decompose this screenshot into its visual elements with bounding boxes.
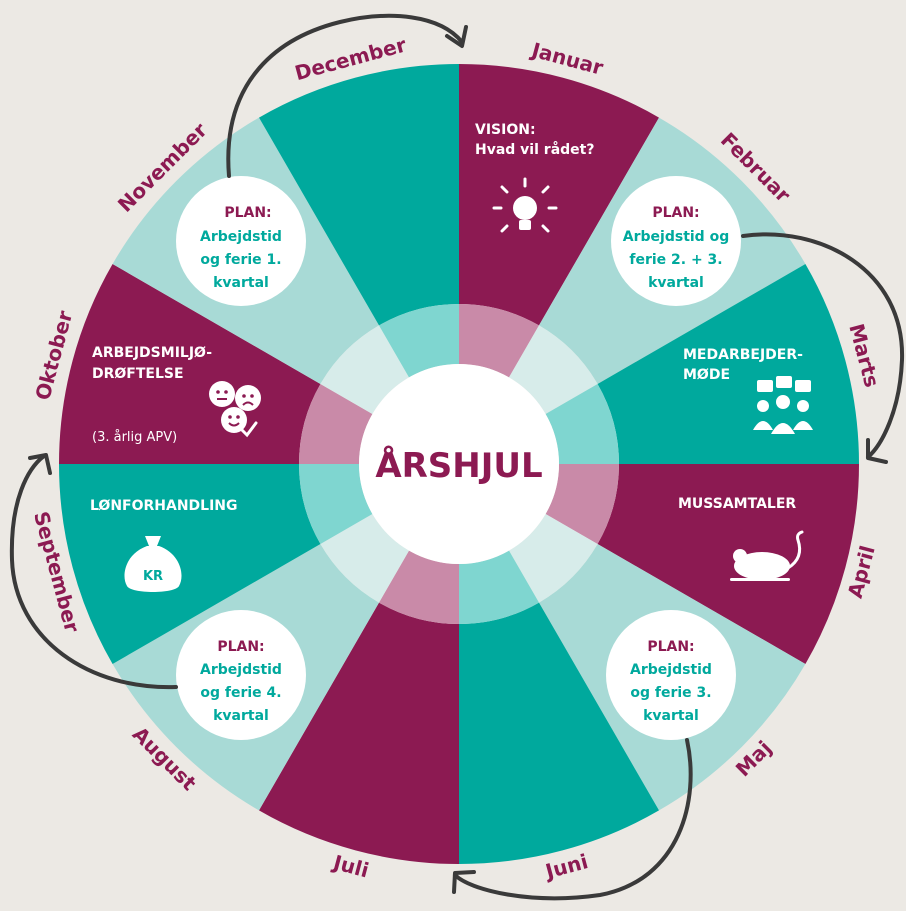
segment-april (597, 464, 859, 664)
plan-november: PLAN: Arbejdstid og ferie 1. kvartal (176, 176, 306, 306)
plan-maj-head: PLAN: (647, 639, 694, 655)
plan-maj-disc (606, 610, 736, 740)
inner-ring-oktober (299, 384, 373, 464)
segment-marts-content: MEDARBEJDER- MØDE (683, 347, 813, 434)
plan-november-line1: Arbejdstid (200, 229, 282, 245)
januar-title-line2: Hvad vil rådet? (475, 141, 594, 158)
arrowhead-april (866, 438, 888, 464)
segment-september-content: LØNFORHANDLING KR (90, 498, 238, 592)
plan-februar-line2: ferie 2. + 3. (629, 252, 722, 268)
inner-ring-april (545, 464, 619, 544)
plan-august-disc (176, 610, 306, 740)
month-label-juni: Juni (541, 849, 590, 884)
januar-title-line1: VISION: (475, 122, 536, 138)
oktober-note: (3. årlig APV) (92, 430, 177, 445)
inner-ring-november (320, 325, 409, 414)
september-title: LØNFORHANDLING (90, 498, 238, 514)
april-title: MUSSAMTALER (678, 496, 796, 512)
segment-januar-content: VISION: Hvad vil rådet? (475, 122, 594, 233)
plan-maj-line2: og ferie 3. (630, 685, 711, 701)
arrowhead-januar (445, 25, 468, 48)
plan-august-line3: kvartal (213, 708, 269, 724)
marts-title-line1: MEDARBEJDER- (683, 347, 803, 363)
plan-februar-line1: Arbejdstid og (623, 229, 729, 245)
plan-maj-line1: Arbejdstid (630, 662, 712, 678)
plan-november-line3: kvartal (213, 275, 269, 291)
money-bag-text: KR (143, 569, 163, 584)
inner-ring (299, 304, 619, 624)
plan-august: PLAN: Arbejdstid og ferie 4. kvartal (176, 610, 306, 740)
arrow-november-to-januar (226, 13, 464, 178)
lightbulb-icon (492, 177, 558, 233)
plan-november-line2: og ferie 1. (200, 252, 281, 268)
plan-februar-disc (611, 176, 741, 306)
arrow-august-to-oktober (9, 454, 178, 690)
plan-maj-line3: kvartal (643, 708, 699, 724)
oktober-title-line2: DRØFTELSE (92, 366, 184, 382)
inner-ring-august (320, 514, 409, 603)
inner-ring-september (299, 464, 373, 544)
plan-februar-line3: kvartal (648, 275, 704, 291)
faces-icon (209, 381, 261, 438)
segment-april-content: MUSSAMTALER (678, 496, 804, 581)
inner-ring-januar (459, 304, 539, 378)
arrowhead-juli (452, 870, 476, 894)
inner-ring-februar (509, 325, 598, 414)
mouse-icon (730, 530, 804, 581)
plan-august-line1: Arbejdstid (200, 662, 282, 678)
inner-ring-juli (379, 550, 459, 624)
segment-juli (259, 602, 459, 864)
segment-oktober (59, 264, 321, 464)
plan-februar-head: PLAN: (652, 205, 699, 221)
center-disc (359, 364, 559, 564)
segment-januar (459, 64, 659, 326)
plan-februar: PLAN: Arbejdstid og ferie 2. + 3. kvarta… (611, 176, 741, 306)
inner-ring-marts (545, 384, 619, 464)
arrow-februar-to-april (741, 232, 905, 459)
oktober-title-line1: ARBEJDSMILJØ- (92, 345, 212, 361)
segment-september (59, 464, 321, 664)
inner-ring-december (379, 304, 459, 378)
segment-december (259, 63, 459, 326)
plan-november-disc (176, 176, 306, 306)
money-bag-icon: KR (124, 536, 182, 592)
plan-maj: PLAN: Arbejdstid og ferie 3. kvartal (606, 610, 736, 740)
meeting-icon (753, 376, 813, 434)
inner-ring-maj (509, 514, 598, 603)
segment-marts (597, 264, 859, 464)
month-label-marts: Marts (844, 321, 884, 390)
plan-august-line2: og ferie 4. (200, 685, 281, 701)
plan-november-head: PLAN: (224, 205, 271, 221)
cycle-arrows (9, 13, 905, 901)
center-title: ÅRSHJUL (375, 445, 542, 486)
arrowhead-oktober (28, 453, 52, 475)
arrow-maj-to-juli (453, 738, 693, 901)
plan-august-head: PLAN: (217, 639, 264, 655)
inner-ring-juni (459, 550, 539, 624)
month-label-juli: Juli (329, 850, 371, 883)
segment-oktober-content: ARBEJDSMILJØ- DRØFTELSE (3. årlig APV) (92, 345, 261, 445)
segment-juni (459, 602, 659, 864)
marts-title-line2: MØDE (683, 367, 730, 383)
